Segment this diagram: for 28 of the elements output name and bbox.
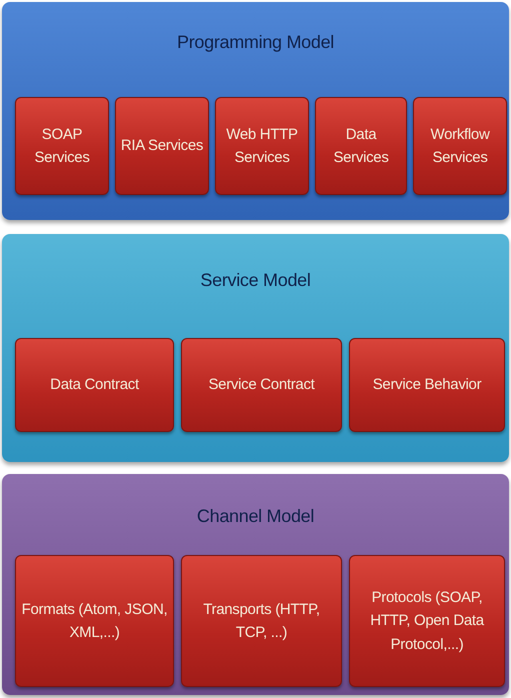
component-box	[181, 555, 342, 687]
component-box	[15, 555, 174, 687]
layer-panel	[2, 474, 509, 695]
component-label: Data Services	[332, 124, 390, 168]
component-label: Data Contract	[49, 375, 140, 396]
layer-panel	[2, 2, 509, 220]
layer-panel	[2, 234, 509, 462]
component-label: RIA Services	[120, 136, 204, 156]
component-box	[315, 97, 407, 195]
component-label: Formats (Atom, JSON, XML,...)	[20, 600, 168, 643]
layer-title: Channel Model	[196, 506, 316, 527]
component-label: Protocols (SOAP, HTTP, Open Data Protocol,...)	[369, 588, 486, 655]
component-box	[15, 338, 174, 432]
component-label: SOAP Services	[33, 124, 91, 168]
component-label: Transports (HTTP, TCP, ...)	[202, 600, 321, 643]
component-label: Service Contract	[207, 375, 316, 396]
component-label: Workflow Services	[430, 124, 491, 168]
layer-title: Service Model	[199, 270, 312, 291]
component-box	[215, 97, 309, 195]
component-box	[413, 97, 507, 195]
component-label: Web HTTP Services	[225, 124, 299, 168]
component-box	[349, 555, 505, 687]
component-label: Service Behavior	[372, 375, 482, 396]
component-box	[349, 338, 505, 432]
layer-title: Programming Model	[176, 32, 335, 53]
component-box	[115, 97, 209, 195]
component-box	[15, 97, 109, 195]
component-box	[181, 338, 342, 432]
